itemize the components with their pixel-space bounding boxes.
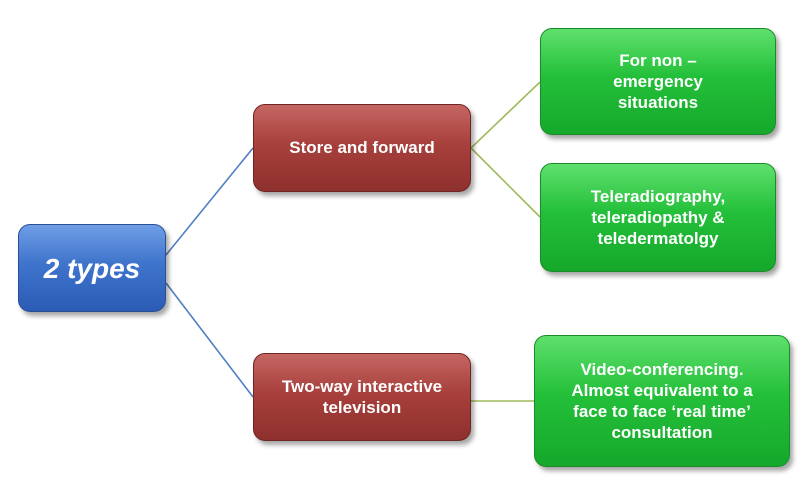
connector-root-to-store-forward: [165, 147, 254, 256]
root-node: 2 types: [18, 224, 166, 312]
leaf-node-label: Teleradiography, teleradiopathy & telede…: [590, 186, 726, 249]
connector-store-forward-to-non-emergency: [470, 81, 541, 149]
root-node-label: 2 types: [43, 252, 141, 284]
connector-root-to-two-way: [165, 282, 254, 398]
connector-store-forward-to-teleradiography: [470, 147, 541, 218]
leaf-node-video-conferencing: Video-conferencing. Almost equivalent to…: [534, 335, 790, 467]
branch-node-two-way-interactive: Two-way interactive television: [253, 353, 471, 441]
leaf-node-label: For non – emergency situations: [613, 50, 703, 113]
branch-node-label: Store and forward: [289, 138, 435, 158]
branch-node-label: Two-way interactive television: [281, 376, 443, 417]
leaf-node-non-emergency: For non – emergency situations: [540, 28, 776, 135]
leaf-node-teleradiography: Teleradiography, teleradiopathy & telede…: [540, 163, 776, 272]
branch-node-store-and-forward: Store and forward: [253, 104, 471, 192]
leaf-node-label: Video-conferencing. Almost equivalent to…: [571, 359, 753, 443]
